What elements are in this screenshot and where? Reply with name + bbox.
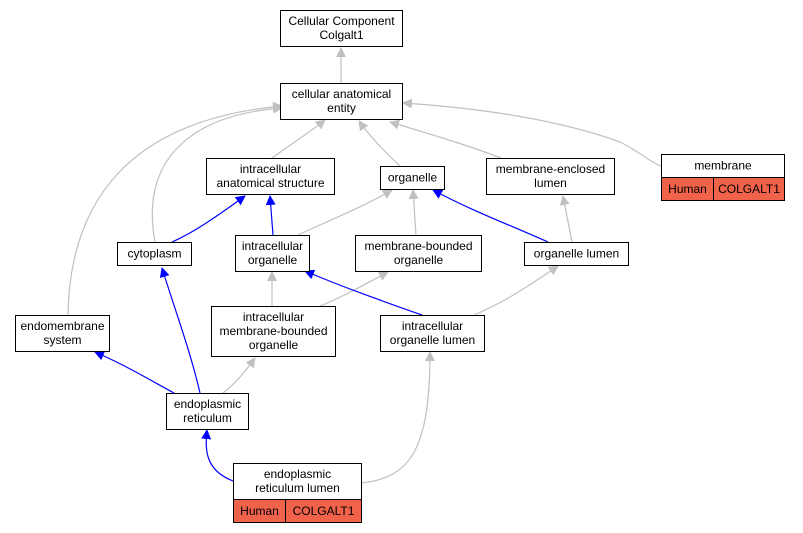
is-a-edge-imbo-to-mbo <box>319 271 389 307</box>
node-label: system <box>43 333 81 347</box>
node-label: endoplasmic <box>264 467 331 481</box>
part-of-edge-cytoplasm-to-ias <box>171 195 246 243</box>
is-a-edge-io-to-organelle <box>297 189 393 236</box>
organism-tag-label: Human <box>240 504 279 518</box>
node-label: organelle <box>249 338 299 352</box>
node-label: reticulum lumen <box>255 481 340 495</box>
part-of-edge-ol-to-organelle <box>432 189 549 243</box>
gene-tag <box>713 177 785 201</box>
node-label: organelle lumen <box>390 333 475 347</box>
node-box <box>117 242 192 266</box>
is-a-edge-organelle-to-cae <box>358 120 401 167</box>
node-box <box>380 166 445 190</box>
node-label: membrane <box>694 159 752 173</box>
edge-layer <box>67 47 662 484</box>
node-label: intracellular <box>240 162 301 176</box>
node-box <box>524 242 629 266</box>
node-organelle[interactable]: organelle <box>380 166 445 190</box>
node-label: anatomical structure <box>216 176 324 190</box>
node-ol[interactable]: organelle lumen <box>524 242 629 266</box>
node-label: cytoplasm <box>127 247 181 261</box>
node-box <box>486 158 615 195</box>
node-box <box>15 315 110 352</box>
is-a-edge-iol-to-ol <box>473 265 559 316</box>
node-label: organelle <box>388 171 438 185</box>
node-label: organelle <box>248 253 298 267</box>
node-cytoplasm[interactable]: cytoplasm <box>117 242 192 266</box>
node-box <box>206 158 335 195</box>
node-label: membrane-bounded <box>364 239 472 253</box>
is-a-edge-membrane-to-cae <box>402 98 662 167</box>
gene-tag <box>285 499 362 523</box>
is-a-edge-ias-to-cae <box>271 119 326 159</box>
node-label: membrane-enclosed <box>496 162 605 176</box>
node-box <box>166 393 249 430</box>
gene-tag-label: COLGALT1 <box>718 182 780 196</box>
node-label: endomembrane <box>20 319 104 333</box>
node-label: organelle lumen <box>534 247 619 261</box>
node-label: membrane-bounded <box>219 324 327 338</box>
node-label: Cellular Component <box>288 14 395 28</box>
part-of-edge-er-to-cytoplasm <box>159 267 201 394</box>
part-of-edge-io-to-ias <box>265 195 276 236</box>
gene-tag-label: COLGALT1 <box>293 504 355 518</box>
is-a-edge-cytoplasm-to-cae <box>151 103 283 243</box>
node-box <box>211 306 336 357</box>
node-box <box>280 10 403 47</box>
node-label: reticulum <box>183 411 232 425</box>
node-label: lumen <box>534 176 567 190</box>
node-label: Colgalt1 <box>319 28 363 42</box>
node-label: intracellular <box>242 239 303 253</box>
node-box <box>280 83 403 120</box>
node-label: intracellular <box>243 310 304 324</box>
part-of-edge-erl-to-er <box>201 429 234 482</box>
node-box <box>355 235 482 272</box>
is-a-edge-erl-to-iol <box>360 351 435 484</box>
node-box <box>380 315 485 352</box>
node-label: organelle <box>394 253 444 267</box>
node-label: cellular anatomical <box>292 87 391 101</box>
is-a-edge-mel-to-cae <box>389 119 502 159</box>
is-a-edge-ol-to-mel <box>559 195 573 243</box>
is-a-edge-es-to-cae <box>67 101 283 316</box>
part-of-edge-iol-to-io <box>304 269 423 316</box>
node-label: endoplasmic <box>174 397 241 411</box>
node-label: entity <box>327 101 356 115</box>
part-of-edge-er-to-es <box>94 350 175 394</box>
node-label: intracellular <box>402 319 463 333</box>
node-box <box>235 235 310 272</box>
organism-tag-label: Human <box>668 182 707 196</box>
is-a-edge-er-to-imbo <box>222 357 256 394</box>
is-a-edge-mbo-to-organelle <box>408 189 419 236</box>
